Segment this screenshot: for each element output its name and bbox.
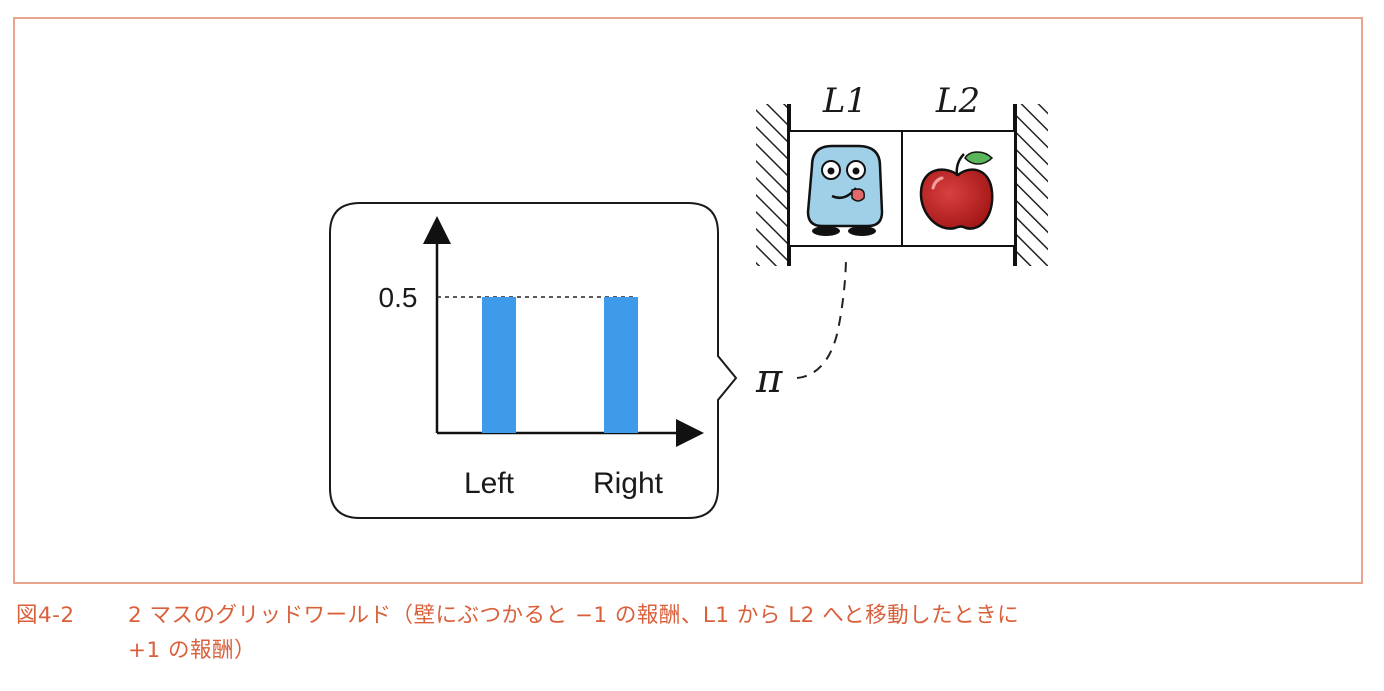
policy-bar-chart: 0.5 Left Right xyxy=(379,216,704,500)
y-axis-arrow xyxy=(423,216,451,244)
robot-icon xyxy=(806,144,884,236)
bars xyxy=(482,297,638,433)
grid-world: L1 L2 xyxy=(756,81,1048,266)
bar-right xyxy=(604,297,638,433)
right-wall-hatch xyxy=(1015,104,1048,266)
policy-symbol: π xyxy=(755,356,783,402)
figure-number: 図4-2 xyxy=(16,603,75,628)
policy-connector-dashed xyxy=(796,254,847,379)
caption-line-2: +1 の報酬） xyxy=(128,638,257,664)
figure-frame xyxy=(13,17,1363,584)
x-axis-arrow xyxy=(676,419,704,447)
left-wall-hatch xyxy=(756,104,789,266)
cell-label-l1: L1 xyxy=(822,81,867,121)
x-tick-label-right: Right xyxy=(593,467,664,500)
bar-left xyxy=(482,297,516,433)
figure-caption: 図4-2 2 マスのグリッドワールド（壁にぶつかると −1 の報酬、L1 から L… xyxy=(16,598,1366,669)
caption-line-1: 図4-2 2 マスのグリッドワールド（壁にぶつかると −1 の報酬、L1 から L… xyxy=(16,598,1366,633)
y-tick-label: 0.5 xyxy=(379,282,418,313)
apple-icon xyxy=(919,151,994,230)
cell-label-l2: L2 xyxy=(935,81,980,121)
policy-callout-bubble xyxy=(329,202,738,519)
caption-text-1: 2 マスのグリッドワールド（壁にぶつかると −1 の報酬、L1 から L2 へと… xyxy=(128,603,1020,628)
x-tick-label-left: Left xyxy=(464,467,515,500)
